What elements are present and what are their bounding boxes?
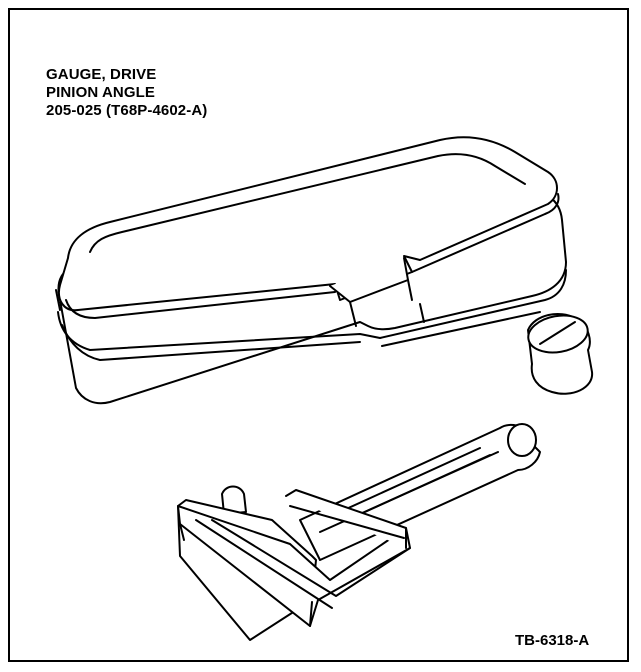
gauge-tool	[177, 423, 541, 641]
tool-description-label: GAUGE, DRIVE PINION ANGLE 205-025 (T68P-…	[46, 66, 207, 120]
tool-part-number: 205-025 (T68P-4602-A)	[46, 102, 208, 119]
figure-id: TB-6318-A	[515, 632, 590, 649]
carrying-case	[55, 136, 567, 405]
tool-name-line-2: PINION ANGLE	[46, 84, 155, 101]
small-cylinder-part	[527, 313, 594, 395]
tool-name-line-1: GAUGE, DRIVE	[46, 66, 157, 83]
